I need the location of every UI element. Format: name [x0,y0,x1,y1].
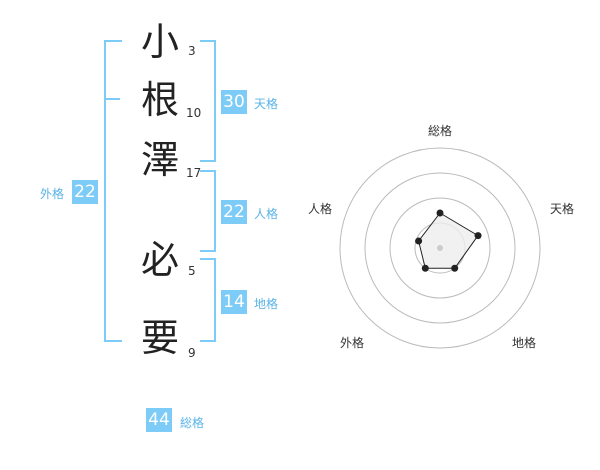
stroke-count-3: 17 [186,166,202,180]
radar-axis-label-soukaku: 総格 [428,124,453,138]
gaikaku-label: 外格 [40,187,65,201]
stroke-count-1: 3 [188,44,196,58]
name-char-2: 根 [140,78,179,122]
name-char-3: 澤 [140,138,179,182]
gaikaku-bracket-tick [104,98,120,100]
jinkaku-value: 22 [221,200,247,224]
name-char-1: 小 [140,20,179,64]
radar-point-5 [415,237,423,245]
radar-ring [364,172,516,324]
radar-series-polygon [418,212,479,269]
radar-point-1 [436,209,444,217]
stroke-count-4: 5 [188,264,196,278]
radar-axis-label-chikaku: 地格 [512,336,537,350]
radar-point-4 [421,264,429,272]
radar-center-marker [437,245,443,251]
chikaku-value: 14 [221,290,247,314]
tenkaku-value: 30 [221,90,247,114]
chikaku-bracket [200,258,216,342]
soukaku-value: 44 [146,408,172,432]
stroke-count-5: 9 [188,346,196,360]
gaikaku-bracket [104,40,122,342]
jinkaku-bracket [200,170,216,252]
radar-chart [339,147,541,349]
name-char-5: 要 [140,316,179,360]
gaikaku-value: 22 [72,180,98,204]
soukaku-label: 総格 [180,416,205,430]
name-char-4: 必 [140,238,179,282]
radar-ring [389,197,491,299]
stroke-count-2: 10 [186,106,202,120]
radar-ring [339,147,541,349]
chikaku-label: 地格 [254,297,279,311]
radar-axis-label-jinkaku: 人格 [308,202,333,216]
tenkaku-bracket [200,40,216,162]
radar-points [415,209,482,272]
radar-axis-label-tenkaku: 天格 [550,202,575,216]
radar-point-3 [451,264,459,272]
jinkaku-label: 人格 [254,207,279,221]
radar-axis-label-gaikaku: 外格 [340,336,365,350]
radar-point-2 [474,232,482,240]
tenkaku-label: 天格 [254,97,279,111]
